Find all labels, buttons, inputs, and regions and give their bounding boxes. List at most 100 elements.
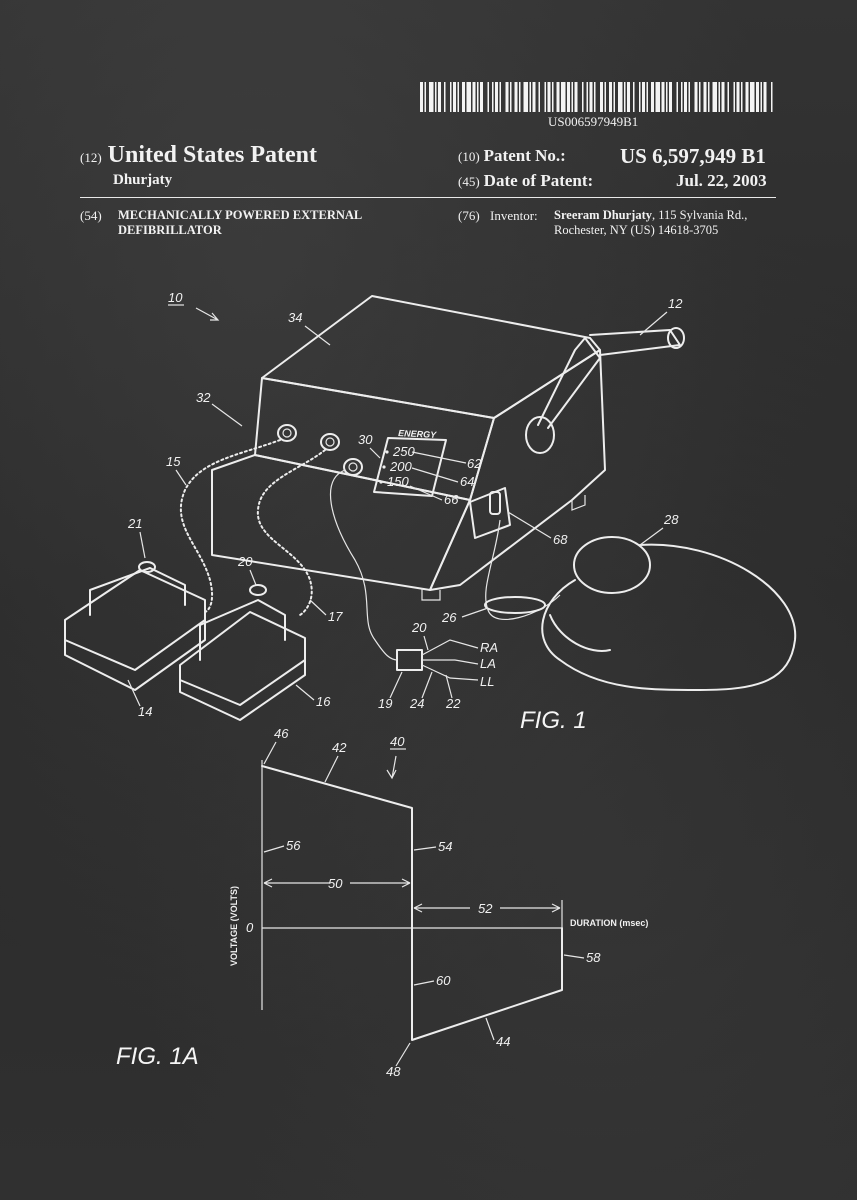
barcode-bar	[639, 82, 641, 112]
barcode-bar	[429, 82, 434, 112]
dimension-50	[263, 878, 411, 888]
ref-16: 16	[316, 694, 331, 709]
ref-40-arrow	[386, 755, 397, 780]
ref-40: 40	[390, 734, 405, 749]
inventor-address-1: , 115 Sylvania Rd.,	[652, 208, 748, 222]
barcode-bar	[487, 82, 489, 112]
date-label-text: Date of Patent:	[483, 171, 594, 190]
barcode-bar	[462, 82, 465, 112]
barcode-bar	[571, 82, 573, 112]
ref-30: 30	[358, 432, 373, 447]
barcode-bar	[708, 82, 710, 112]
device-foot	[571, 495, 586, 511]
barcode-bar	[589, 82, 593, 112]
barcode-bar	[594, 82, 596, 112]
ref-66: 66	[444, 492, 459, 507]
barcode-bar	[655, 82, 660, 112]
barcode-bar	[477, 82, 479, 112]
barcode-bar	[741, 82, 743, 112]
paddle-left	[64, 561, 206, 691]
patent-number-label: (10)Patent No.:	[458, 146, 566, 166]
barcode-bar	[519, 82, 521, 112]
inventor-label: Inventor:	[490, 208, 538, 223]
energy-label: ENERGY	[398, 428, 437, 440]
barcode-bar	[574, 82, 578, 112]
barcode-bar	[450, 82, 452, 112]
barcode-bar	[514, 82, 518, 112]
ref-24: 24	[409, 696, 424, 711]
ref-10: 10	[168, 290, 183, 305]
barcode-bar	[613, 82, 615, 112]
ref-64: 64	[460, 474, 474, 489]
barcode-bar	[666, 82, 668, 112]
header-divider	[80, 197, 776, 198]
patent-number-text: Patent No.:	[483, 146, 566, 165]
voltage-axis-label: VOLTAGE (VOLTS)	[229, 886, 239, 966]
ref-50: 50	[328, 876, 343, 891]
inventor-surname: Dhurjaty	[113, 172, 173, 188]
barcode-bar	[727, 82, 729, 112]
inventor-address-2: Rochester, NY (US) 14618-3705	[554, 223, 719, 237]
barcode-bar	[771, 82, 773, 112]
lead-label-ra: RA	[480, 640, 498, 655]
barcode-bar	[435, 82, 437, 112]
waveform-plot	[261, 755, 563, 1041]
barcode-bar	[552, 82, 554, 112]
barcode-bar	[529, 82, 531, 112]
ref-12: 12	[668, 296, 683, 311]
inventor-name: Sreeram Dhurjaty	[554, 208, 653, 222]
electrode-socket	[320, 433, 340, 451]
barcode-bar	[642, 82, 645, 112]
barcode	[420, 82, 773, 112]
ref-26: 26	[441, 610, 457, 625]
barcode-bar	[424, 82, 426, 112]
barcode-bar	[561, 82, 566, 112]
barcode-bar	[480, 82, 483, 112]
headset	[541, 536, 797, 691]
barcode-bar	[669, 82, 672, 112]
barcode-bar	[684, 82, 687, 112]
lead-ra	[421, 639, 479, 656]
ref-60: 60	[436, 973, 451, 988]
barcode-bar	[703, 82, 707, 112]
barcode-bar	[763, 82, 767, 112]
patent-heading: (12)United States Patent	[80, 142, 317, 169]
barcode-bar	[699, 82, 701, 112]
ref-56: 56	[286, 838, 301, 853]
barcode-bar	[681, 82, 683, 112]
lead-label-la: LA	[480, 656, 496, 671]
defibrillator-device	[211, 295, 685, 601]
barcode-bar	[627, 82, 630, 112]
barcode-bar	[499, 82, 501, 112]
code-10: (10)	[458, 149, 480, 164]
barcode-bar	[721, 82, 725, 112]
barcode-bar	[532, 82, 536, 112]
barcode-bar	[688, 82, 690, 112]
ref-42: 42	[332, 740, 347, 755]
barcode-bar	[523, 82, 528, 112]
ref-48: 48	[386, 1064, 401, 1079]
device-foot	[421, 588, 441, 601]
energy-250: 250	[392, 444, 415, 459]
ref-62: 62	[467, 456, 482, 471]
barcode-bar	[756, 82, 759, 112]
ref-20b: 20	[411, 620, 427, 635]
ref-28: 28	[663, 512, 679, 527]
barcode-bar	[444, 82, 446, 112]
barcode-bar	[736, 82, 740, 112]
barcode-bar	[760, 82, 762, 112]
lead-ll	[421, 664, 479, 681]
inventor-block: Sreeram Dhurjaty, 115 Sylvania Rd., Roch…	[554, 208, 747, 238]
ref-15: 15	[166, 454, 181, 469]
ref-52: 52	[478, 901, 493, 916]
barcode-bar	[676, 82, 678, 112]
dimension-52	[413, 903, 561, 913]
barcode-bar	[556, 82, 560, 112]
barcode-bar	[618, 82, 623, 112]
barcode-bar	[495, 82, 498, 112]
barcode-bar	[718, 82, 720, 112]
energy-indicator-dot	[379, 480, 383, 484]
barcode-bar	[420, 82, 423, 112]
barcode-bar	[466, 82, 471, 112]
